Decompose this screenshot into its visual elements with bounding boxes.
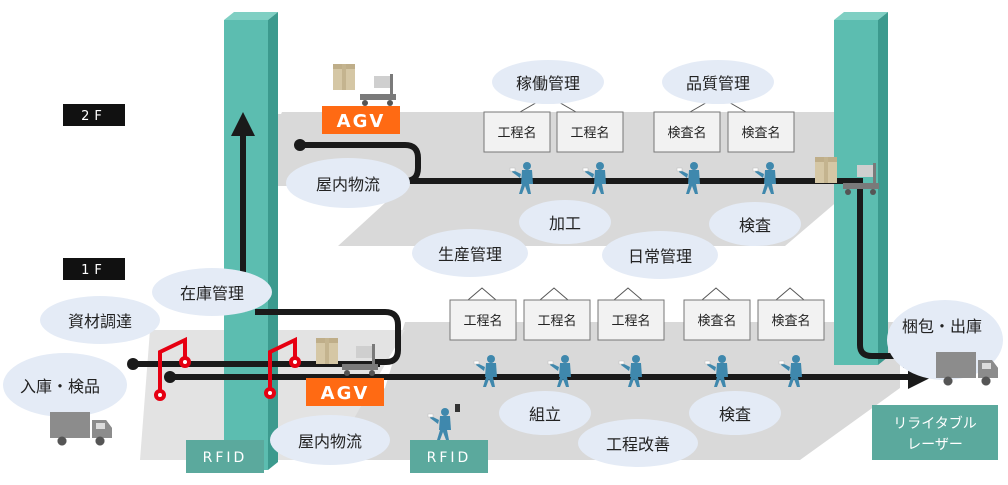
svg-text:日常管理: 日常管理 (628, 247, 692, 266)
svg-text:リライタブル: リライタブル (893, 415, 976, 432)
bubble-production-mgmt: 生産管理 (412, 229, 528, 277)
bubble-inspection-2f: 検査 (709, 202, 801, 246)
bubble-indoor-logistics-2f: 屋内物流 (286, 158, 410, 208)
rewritable-laser-badge: リライタブル レーザー (872, 405, 998, 460)
bubble-operation-mgmt: 稼働管理 (492, 60, 604, 104)
bubble-inventory-mgmt: 在庫管理 (152, 268, 272, 316)
svg-text:加工: 加工 (549, 214, 581, 233)
bubble-receiving-inspection: 入庫・検品 (3, 353, 127, 417)
svg-text:工程名: 工程名 (497, 125, 536, 141)
sign-group-2f-process: 工程名 工程名 (483, 95, 624, 153)
svg-text:稼働管理: 稼働管理 (516, 74, 580, 93)
sign-process-2f-2: 工程名 (556, 111, 624, 153)
rfid-tag-2 (264, 336, 301, 399)
svg-text:資材調達: 資材調達 (68, 312, 132, 331)
svg-text:AGV: AGV (337, 111, 386, 132)
sign-inspection-2f-2: 検査名 (727, 111, 795, 153)
svg-text:RFID: RFID (427, 450, 472, 466)
sign-inspection-2f-1: 検査名 (653, 111, 721, 153)
flow-start-dot-2f (294, 139, 306, 151)
rfid-tag-1 (154, 336, 191, 401)
svg-text:工程名: 工程名 (463, 313, 502, 329)
rfid-badge-2: RFID (410, 440, 488, 473)
agv-2f: AGV (322, 64, 400, 134)
truck-receiving-front (50, 412, 112, 446)
svg-text:工程改善: 工程改善 (606, 435, 670, 454)
bubble-material-procurement: 資材調達 (40, 296, 160, 344)
bubble-process-improvement: 工程改善 (578, 419, 698, 467)
floor-label-2f: 2F (63, 104, 125, 126)
svg-text:生産管理: 生産管理 (438, 245, 502, 264)
svg-text:工程名: 工程名 (570, 125, 609, 141)
bubble-indoor-logistics-1f: 屋内物流 (270, 415, 390, 465)
svg-text:工程名: 工程名 (537, 313, 576, 329)
sign-inspection-1f-2: 検査名 (757, 299, 825, 341)
svg-text:検査名: 検査名 (741, 125, 780, 141)
svg-text:品質管理: 品質管理 (686, 74, 750, 93)
svg-text:屋内物流: 屋内物流 (298, 432, 362, 451)
sign-inspection-1f-1: 検査名 (683, 299, 751, 341)
svg-text:在庫管理: 在庫管理 (180, 284, 244, 303)
svg-text:工程名: 工程名 (611, 313, 650, 329)
rfid-badge-1: RFID (186, 440, 264, 473)
flow-line-1f-indoor (255, 309, 401, 365)
bubble-assembly: 組立 (499, 391, 591, 435)
svg-text:検査名: 検査名 (667, 125, 706, 141)
bubble-daily-mgmt: 日常管理 (602, 231, 718, 279)
svg-text:レーザー: レーザー (907, 437, 963, 453)
flow-line-2f-main (400, 178, 927, 368)
svg-text:屋内物流: 屋内物流 (316, 175, 380, 194)
sign-group-2f-inspection: 検査名 検査名 (653, 95, 795, 153)
flow-start-dot-1f-b (164, 371, 176, 383)
sign-process-2f-1: 工程名 (483, 111, 551, 153)
floor-label-1f: 1F (63, 258, 125, 280)
sign-process-1f-3: 工程名 (597, 299, 665, 341)
sign-group-1f: 工程名 工程名 工程名 検査名 検査名 (449, 287, 825, 341)
sign-process-1f-2: 工程名 (523, 299, 591, 341)
agv-1f: AGV (306, 338, 384, 406)
sign-process-1f-1: 工程名 (449, 299, 517, 341)
pillar-left (224, 12, 278, 470)
bubble-quality-mgmt: 品質管理 (662, 60, 774, 104)
svg-text:組立: 組立 (529, 405, 561, 424)
pillar-right (834, 12, 888, 365)
worker-rfid-reader (427, 404, 460, 441)
svg-text:入庫・検品: 入庫・検品 (20, 377, 100, 396)
svg-text:検査: 検査 (719, 405, 751, 424)
flow-start-dot-1f-a (127, 358, 139, 370)
svg-text:梱包・出庫: 梱包・出庫 (902, 317, 982, 336)
bubble-inspection-1f: 検査 (689, 391, 781, 435)
svg-text:AGV: AGV (321, 383, 370, 404)
svg-text:検査: 検査 (739, 216, 771, 235)
svg-text:1F: 1F (81, 263, 107, 278)
bubble-processing: 加工 (519, 200, 611, 244)
svg-text:検査名: 検査名 (697, 313, 736, 329)
svg-text:2F: 2F (81, 109, 107, 124)
svg-text:RFID: RFID (203, 450, 248, 466)
svg-text:検査名: 検査名 (771, 313, 810, 329)
